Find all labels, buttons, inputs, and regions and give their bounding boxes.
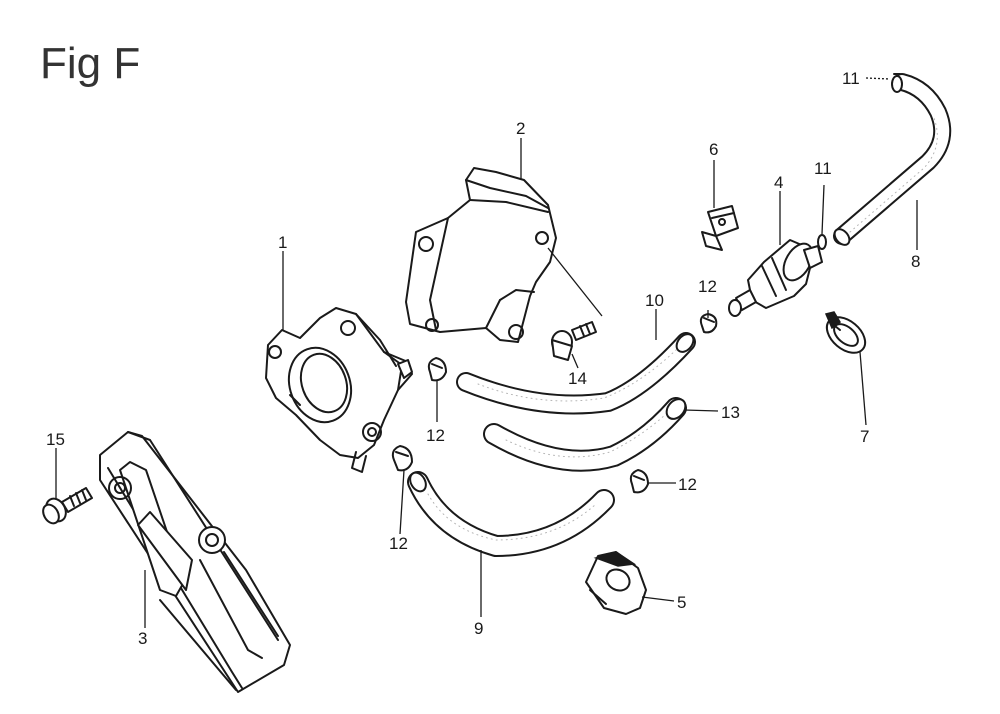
part-8-fuel-hose (833, 73, 952, 246)
callout-5: 5 (677, 593, 686, 612)
part-7-hose-clamp (824, 311, 867, 354)
part-14-bolt (551, 321, 597, 361)
part-12-clip-insulator-top (427, 357, 447, 382)
part-4-fuel-filter (728, 239, 823, 317)
callout-10: 10 (645, 291, 664, 310)
part-13-hose (483, 397, 687, 472)
callout-2: 2 (516, 119, 525, 138)
callout-12-lower-right: 12 (678, 475, 697, 494)
callout-14: 14 (568, 369, 587, 388)
part-3-mounting-plate (99, 431, 291, 693)
callout-4: 4 (774, 173, 783, 192)
part-10-hose (456, 332, 696, 415)
callout-12-filter: 12 (698, 277, 717, 296)
part-1-insulator (265, 307, 413, 473)
callout-3: 3 (138, 629, 147, 648)
part-12-clip-insulator-bottom (391, 445, 413, 472)
callout-7: 7 (860, 427, 869, 446)
leader-lines (55, 77, 918, 628)
part-6-clip (701, 205, 739, 251)
part-15-flange-bolt (42, 487, 93, 525)
callout-11-lower: 11 (814, 159, 832, 178)
callout-12-insulator-bottom: 12 (389, 534, 408, 553)
part-2-bracket (405, 167, 557, 343)
callout-6: 6 (709, 140, 718, 159)
part-9-hose (407, 471, 615, 557)
callout-8: 8 (911, 252, 920, 271)
part-5-grommet (585, 551, 647, 615)
callout-labels: 1 2 3 4 5 6 7 8 9 10 11 11 12 12 12 12 1… (46, 69, 920, 648)
callout-15: 15 (46, 430, 65, 449)
callout-13: 13 (721, 403, 740, 422)
callout-11-upper: 11 (842, 69, 860, 88)
part-12-clip-near-filter (699, 313, 718, 334)
part-11-clip-lower (817, 234, 827, 250)
callout-12-insulator-top: 12 (426, 426, 445, 445)
callout-1: 1 (278, 233, 287, 252)
figure-title: Fig F (40, 39, 140, 88)
part-11-clip-upper (891, 73, 903, 93)
part-12-clip-lower-right (629, 469, 649, 494)
callout-9: 9 (474, 619, 483, 638)
